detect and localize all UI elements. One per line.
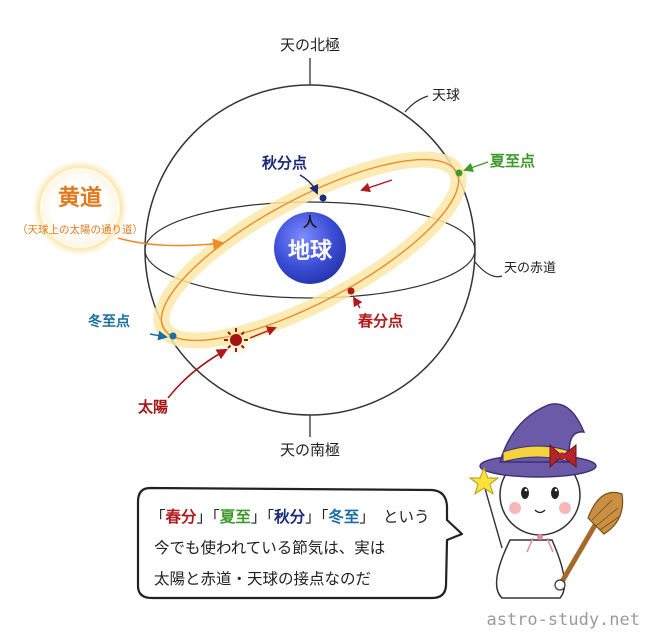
winter-solstice-label: 冬至点	[88, 313, 130, 330]
celestial-equator-ellipse	[144, 201, 476, 299]
equator-leader-line	[474, 261, 503, 278]
ecliptic-subtitle: （天球上の太陽の通り道）	[17, 223, 143, 236]
summer-solstice-point	[455, 169, 463, 177]
term-autumn: 秋分	[274, 507, 306, 526]
spring-arrow	[352, 296, 363, 309]
watermark: astro-study.net	[486, 610, 640, 630]
winter-arrow	[149, 330, 168, 341]
earth-globe	[274, 212, 346, 284]
quote-open-2: 「	[212, 508, 220, 526]
north-pole-label: 天の北極	[280, 36, 340, 54]
line1-tail: という	[383, 508, 430, 526]
quote-close-3: 」	[305, 508, 321, 526]
autumn-equinox-label: 秋分点	[262, 154, 307, 172]
summer-arrow	[463, 161, 489, 173]
observer-figure: 人	[303, 214, 318, 231]
quote-close-4: 」	[359, 508, 375, 526]
star-wand-icon	[468, 466, 500, 496]
sphere-leader-line	[404, 95, 429, 113]
ecliptic-badge: 黄道 （天球上の太陽の通り道）	[17, 160, 143, 256]
term-winter: 冬至	[328, 507, 359, 526]
broom-icon	[557, 517, 601, 588]
spring-equinox-label: 春分点	[358, 312, 403, 330]
ecliptic-arrow-1	[360, 179, 393, 193]
quote-open-3: 「	[266, 508, 274, 526]
bubble-line-3: 太陽と赤道・天球の接点なのだ	[154, 570, 371, 588]
autumn-equinox-point	[319, 194, 327, 202]
quote-open-4: 「	[321, 508, 329, 526]
celestial-sphere-label: 天球	[432, 88, 460, 104]
earth-label: 地球	[288, 239, 333, 264]
spring-equinox-point	[347, 287, 355, 295]
summer-solstice-label: 夏至点	[489, 152, 535, 170]
term-spring: 春分	[165, 507, 198, 526]
ecliptic-title: 黄道	[58, 185, 102, 211]
term-summer: 夏至	[220, 508, 251, 526]
quote-close-2: 」	[251, 508, 267, 526]
quote-close-1: 」	[197, 508, 213, 526]
celestial-equator-label: 天の赤道	[504, 261, 556, 276]
bubble-line-1: 「春分」「夏至」「秋分」「冬至」という	[150, 507, 429, 526]
south-pole-label: 天の南極	[280, 441, 340, 459]
quote-open-1: 「	[150, 508, 166, 526]
sun-arrow	[167, 348, 228, 399]
sun-label: 太陽	[138, 398, 168, 416]
ecliptic-arrow-2	[249, 326, 277, 339]
witch-character	[468, 403, 624, 599]
ecliptic-arrow	[117, 237, 225, 250]
winter-solstice-point	[169, 332, 177, 340]
sun-icon	[220, 324, 252, 356]
speech-bubble	[136, 486, 464, 600]
autumn-arrow	[299, 174, 319, 195]
bubble-line-2: 今でも使われている節気は、実は	[154, 539, 385, 557]
